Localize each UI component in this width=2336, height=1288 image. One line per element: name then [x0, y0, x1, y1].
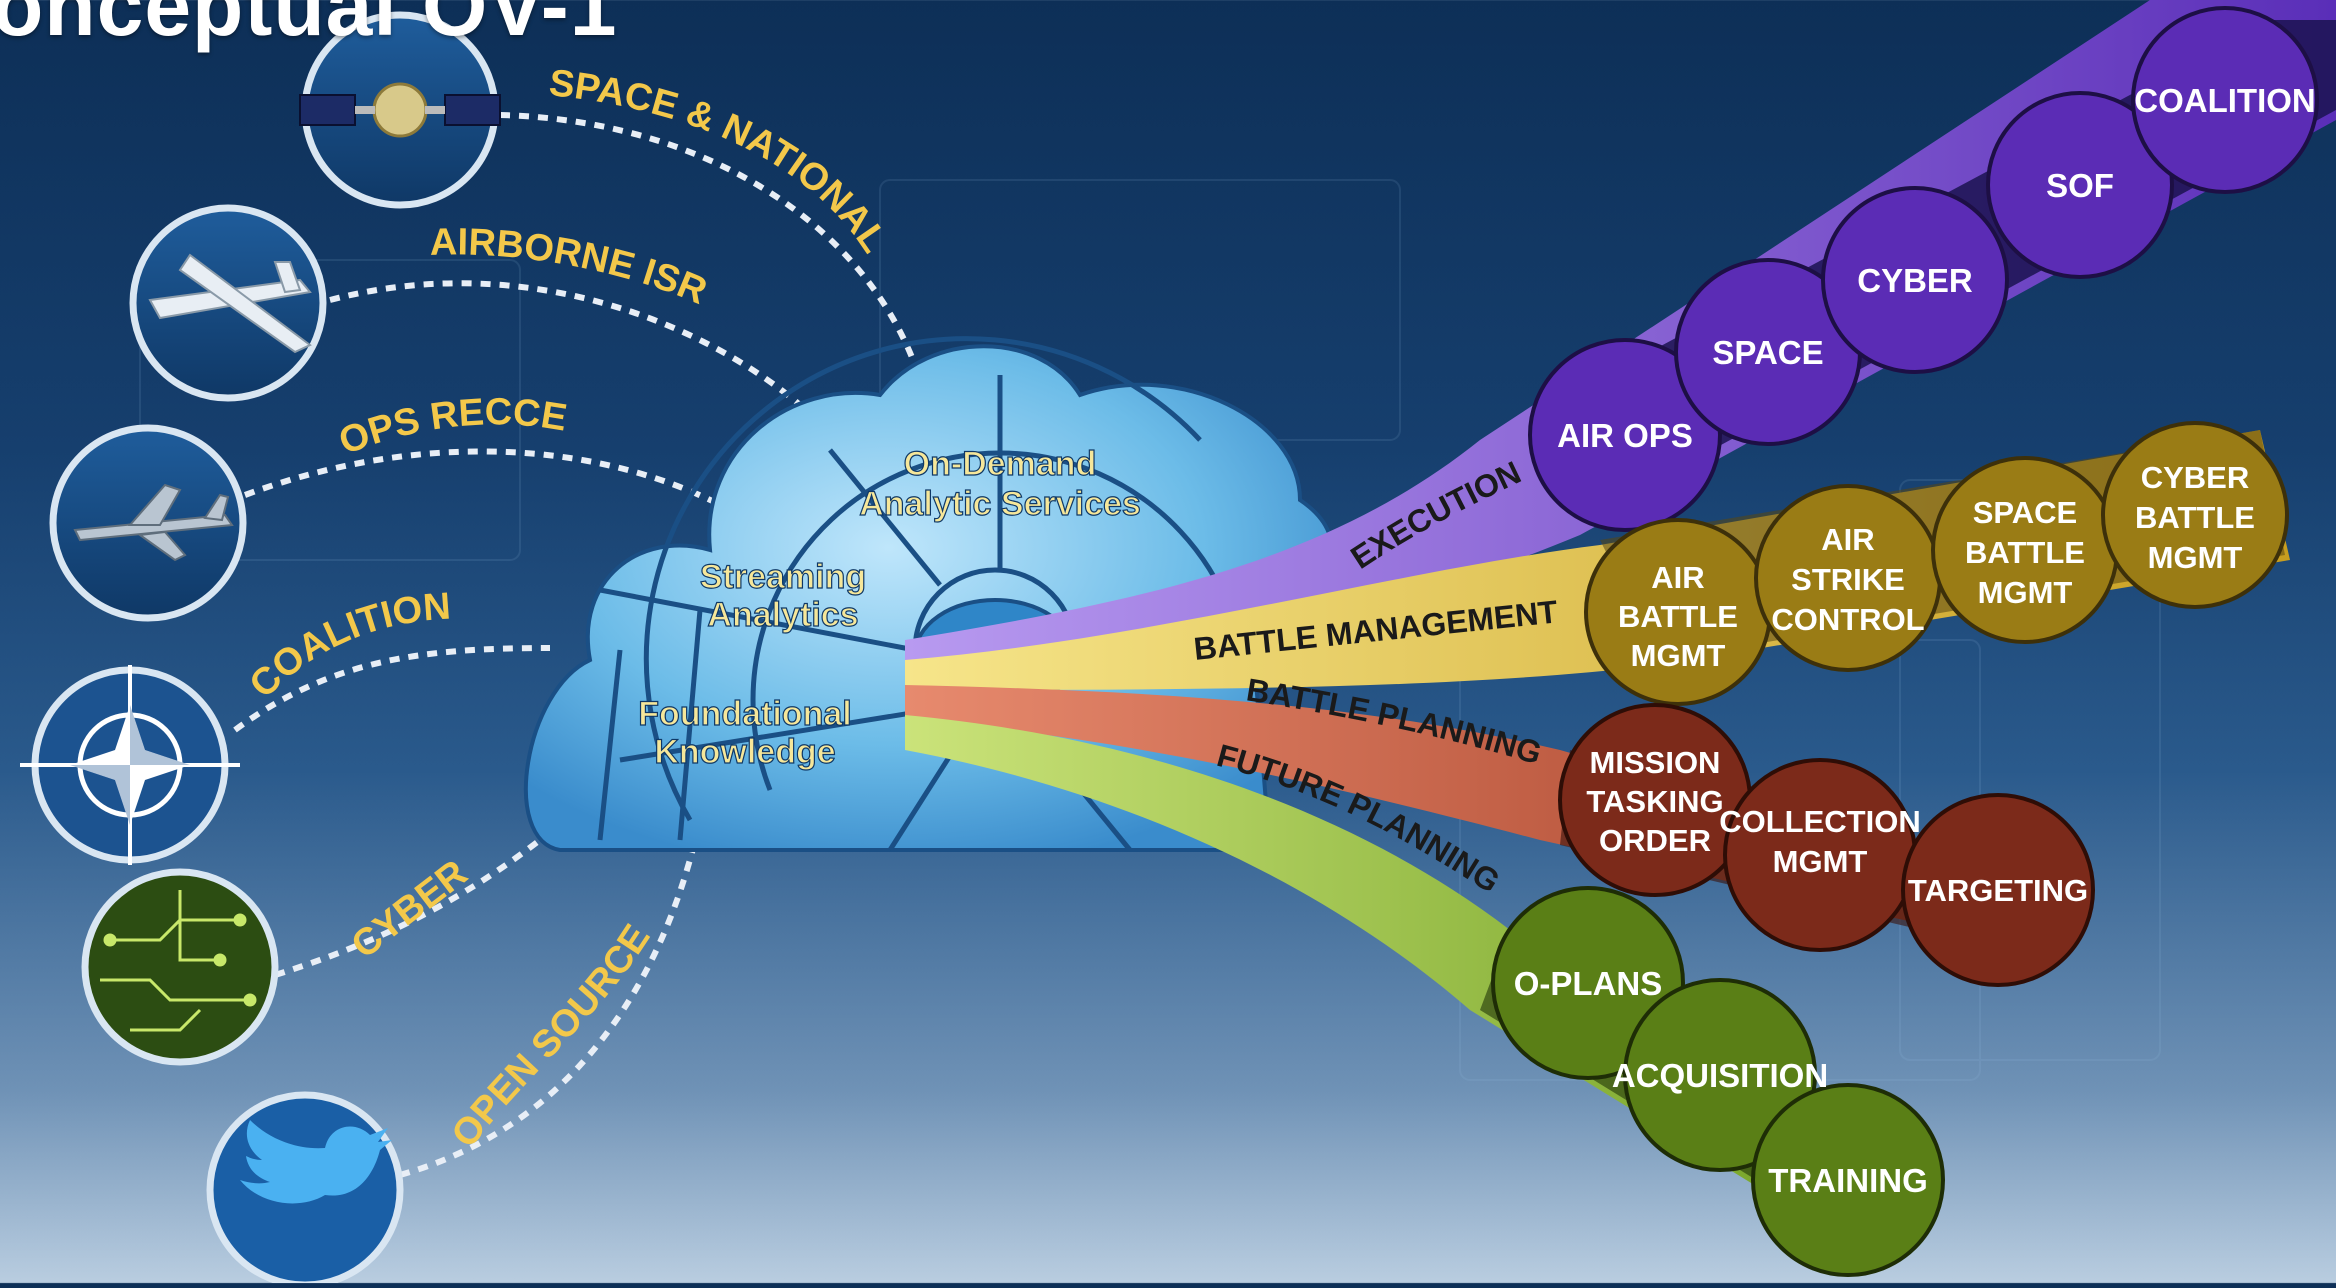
node-label: TASKING — [1586, 784, 1723, 819]
node-sof[interactable] — [1986, 91, 2174, 279]
node-label: MGMT — [1978, 575, 2073, 610]
node-label: CYBER — [1857, 262, 1973, 299]
node-label: ORDER — [1599, 823, 1711, 858]
node-label: COALITION — [2134, 82, 2315, 119]
source-space-national[interactable] — [299, 11, 501, 209]
source-coalition[interactable] — [20, 665, 240, 865]
node-label: SPACE — [1973, 495, 2078, 530]
node-label: AIR — [1651, 560, 1704, 595]
uav-icon — [148, 253, 312, 354]
connector-open-source — [399, 819, 703, 1178]
battle-planning-nodes: MISSION TASKING ORDER COLLECTION MGMT TA… — [1558, 703, 2095, 987]
node-label: MGMT — [2148, 540, 2243, 575]
node-label: MGMT — [1773, 844, 1868, 879]
connector-coalition — [233, 645, 551, 733]
future-planning-nodes: O-PLANS ACQUISITION TRAINING — [1491, 886, 1945, 1277]
execution-nodes: AIR OPS SPACE CYBER SOF COALITION — [1528, 6, 2319, 532]
node-label: CONTROL — [1771, 602, 1924, 637]
node-training[interactable] — [1751, 1083, 1945, 1277]
node-cyber[interactable] — [1821, 186, 2009, 374]
source-label-space-national: SPACE & NATIONAL — [547, 62, 895, 260]
source-open-source[interactable] — [206, 1091, 404, 1288]
source-label-airborne-isr: AIRBORNE ISR — [429, 221, 712, 313]
node-label: SOF — [2046, 167, 2114, 204]
circuit-board-icon — [100, 890, 257, 1032]
cloud-label-on-demand-line2: Analytic Services — [859, 485, 1141, 523]
node-label: ACQUISITION — [1612, 1057, 1828, 1094]
node-label: BATTLE — [1618, 599, 1738, 634]
node-label: COLLECTION — [1719, 804, 1921, 839]
cloud-label-streaming-line1: Streaming — [700, 558, 866, 596]
cloud-label-streaming-line2: Analytics — [707, 596, 858, 634]
cloud-label-on-demand-line1: On-Demand — [904, 445, 1097, 483]
node-label: TRAINING — [1768, 1162, 1928, 1199]
node-air-ops[interactable] — [1528, 338, 1722, 532]
node-label: O-PLANS — [1514, 965, 1663, 1002]
compass-star-icon — [20, 665, 240, 865]
source-ops-recce[interactable] — [49, 424, 247, 622]
page-title: onceptual OV-1 — [0, 0, 618, 53]
source-label-open-source: OPEN SOURCE — [444, 917, 659, 1155]
bird-icon — [240, 1120, 392, 1204]
node-acquisition[interactable] — [1623, 978, 1817, 1172]
node-label: AIR — [1821, 522, 1874, 557]
node-targeting[interactable] — [1901, 793, 2095, 987]
node-label: SPACE — [1712, 334, 1823, 371]
cloud-label-foundational-line2: Knowledge — [654, 733, 835, 771]
connector-ops-recce — [243, 448, 732, 513]
node-coalition[interactable] — [2131, 6, 2319, 194]
node-label: BATTLE — [1965, 535, 2085, 570]
satellite-icon — [299, 82, 501, 138]
node-label: BATTLE — [2135, 500, 2255, 535]
node-label: MGMT — [1631, 638, 1726, 673]
source-cyber[interactable] — [81, 868, 279, 1066]
source-airborne-isr[interactable] — [129, 204, 327, 402]
node-label: CYBER — [2141, 460, 2250, 495]
connector-space-national — [499, 112, 918, 367]
node-label: TARGETING — [1908, 873, 2088, 908]
connector-airborne-isr — [329, 280, 802, 408]
source-label-coalition: COALITION — [242, 586, 452, 707]
battle-management-nodes: AIR BATTLE MGMT AIR STRIKE CONTROL SPACE… — [1584, 421, 2289, 706]
source-label-cyber: CYBER — [344, 852, 475, 967]
node-label: AIR OPS — [1557, 417, 1693, 454]
fighter-jet-icon — [73, 483, 234, 562]
node-label: MISSION — [1590, 745, 1721, 780]
node-cyber-battle-mgmt[interactable] — [2101, 421, 2289, 609]
node-label: STRIKE — [1791, 562, 1905, 597]
cloud-label-foundational-line1: Foundational — [638, 695, 851, 733]
